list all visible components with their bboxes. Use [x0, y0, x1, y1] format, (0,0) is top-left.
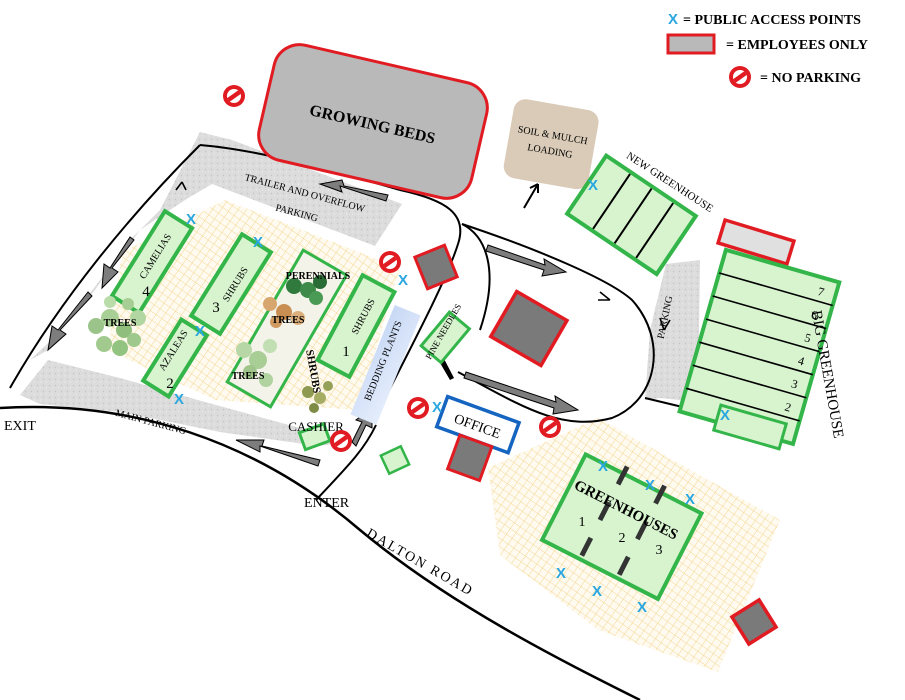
access-point-marker: X: [720, 407, 730, 424]
legend-no-parking-label: = NO PARKING: [760, 71, 861, 86]
entrance-drive-edge: [315, 424, 377, 501]
pine-needles-bed: [419, 310, 472, 365]
soil-arrow: [523, 183, 539, 209]
access-point-marker: X: [174, 391, 184, 408]
exit-label: EXIT: [4, 419, 36, 434]
dalton-road-edge: [0, 405, 641, 700]
no-parking-icon: [407, 397, 429, 419]
access-point-marker: X: [195, 323, 205, 340]
enter-label: ENTER: [304, 496, 350, 511]
access-point-marker: X: [592, 583, 602, 600]
shrubs-bed-right: [314, 272, 398, 380]
perennials-label: PERENNIALS: [286, 271, 351, 282]
trailer-parking-area: [30, 132, 402, 360]
one-way-arrow: [175, 181, 671, 331]
bay-number: 5: [803, 330, 813, 345]
main-parking-area: [20, 360, 350, 446]
camelias-number: 4: [142, 284, 150, 300]
access-point-marker: X: [637, 599, 647, 616]
access-point-marker: X: [432, 399, 442, 416]
bay-number: 3: [790, 376, 800, 391]
shrubs-left-number: 3: [212, 300, 220, 316]
shrubs-bed-left: [188, 231, 274, 337]
no-parking-icon: [330, 430, 352, 452]
cashier-booth: [297, 421, 332, 452]
employee-building: [715, 217, 797, 267]
azaleas-number: 2: [166, 376, 174, 392]
greenhouses: [539, 451, 705, 602]
access-point-marker: X: [398, 272, 408, 289]
employee-shed-office: [445, 433, 494, 483]
access-point-marker: X: [645, 477, 655, 494]
bay-number: 2: [783, 400, 793, 415]
shrubs-cluster: [302, 381, 333, 413]
flow-arrow: [318, 179, 389, 202]
flow-arrow: [463, 371, 580, 415]
west-lot-edge: [9, 144, 201, 389]
employee-building: [412, 243, 460, 291]
trees-middle-cluster: [236, 339, 277, 387]
trees-orange-label: TREES: [272, 315, 305, 326]
big-greenhouse-entry: [711, 403, 789, 451]
legend-employee-swatch: [666, 33, 716, 55]
access-point-marker: X: [685, 491, 695, 508]
east-drive: [457, 223, 655, 423]
employee-building: [729, 597, 779, 647]
legend-no-parking-icon: [729, 66, 751, 88]
new-greenhouse: [564, 152, 699, 277]
legend-access-marker: X: [668, 11, 678, 28]
trees-left-label: TREES: [104, 318, 137, 329]
soil-mulch-loading: SOIL & MULCH LOADING: [503, 99, 599, 190]
cashier-label: CASHIER: [288, 419, 344, 434]
greenhouse-bay-number: 1: [579, 515, 586, 530]
access-point-marker: X: [598, 458, 608, 475]
legend: X = PUBLIC ACCESS POINTS = EMPLOYEES ONL…: [666, 11, 868, 88]
no-parking-icon: [379, 251, 401, 273]
bay-number: 7: [816, 284, 826, 299]
right-parking-area: [645, 260, 700, 402]
growing-beds: GROWING BEDS: [257, 43, 489, 200]
shrubs-right-number: 1: [342, 344, 350, 360]
access-point-marker: X: [556, 565, 566, 582]
flow-arrow: [485, 244, 568, 277]
legend-employee-label: = EMPLOYEES ONLY: [726, 38, 868, 53]
loop-drive-outer: [379, 189, 462, 409]
access-point-marker: X: [253, 234, 263, 251]
orange-trees-cluster: [263, 297, 305, 328]
dalton-road-label: DALTON ROAD: [364, 526, 476, 600]
trees-middle-label: TREES: [232, 371, 265, 382]
bedding-plants-area: [350, 304, 421, 425]
bay-number: 4: [796, 353, 806, 368]
no-parking-icon: [539, 416, 561, 438]
public-access-points: X X X X X X X X X X X X X X: [174, 177, 730, 616]
greenhouse-bay-number: 2: [619, 531, 626, 546]
flow-arrow: [235, 439, 321, 467]
perennials-cluster: [286, 275, 327, 305]
access-point-marker: X: [588, 177, 598, 194]
trees-left-cluster: [88, 296, 146, 356]
employee-building: [488, 289, 570, 368]
no-parking-icon: [223, 85, 245, 107]
flow-arrow: [47, 291, 93, 352]
bay-number: 6: [810, 307, 820, 322]
loop-drive-inner: [461, 223, 491, 331]
small-shed: [379, 444, 411, 476]
access-point-marker: X: [186, 211, 196, 228]
greenhouse-bay-number: 3: [656, 543, 663, 558]
legend-access-label: = PUBLIC ACCESS POINTS: [683, 13, 861, 28]
azaleas-bed: [140, 316, 210, 400]
flow-arrow: [101, 236, 135, 290]
big-greenhouse-bay-lines: [685, 272, 833, 422]
